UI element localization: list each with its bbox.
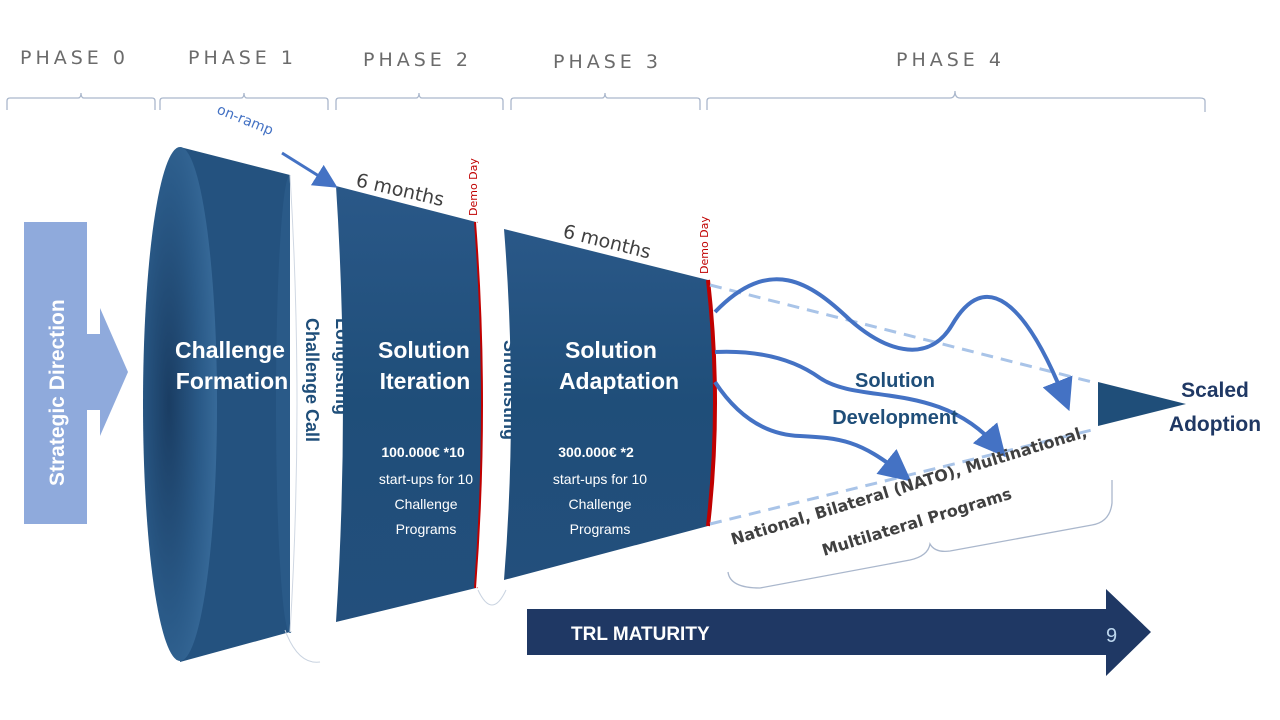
strategic-direction-arrow: Strategic Direction [24, 222, 128, 524]
demo-day-2-line [706, 279, 717, 527]
phase-braces [6, 90, 1206, 112]
phase-1-label: PHASE 1 [188, 47, 297, 69]
trl-9-label: TRL 9 [728, 446, 771, 464]
phase-4-brace [706, 90, 1206, 112]
scaled-adoption-label-1: Scaled [1181, 379, 1249, 402]
on-ramp-arrow [281, 151, 338, 188]
scaled-adoption-cone [1098, 382, 1186, 426]
phase-3-label: PHASE 3 [553, 51, 662, 73]
solution-iteration-segment: Solution Iteration 100.000€ *10 start-up… [336, 186, 485, 622]
challenge-formation-segment: Challenge Formation [143, 147, 304, 662]
demo-day-1-label: Demo Day [467, 158, 480, 216]
solution-iteration-desc-1: start-ups for 10 [379, 471, 473, 487]
scaled-adoption-label-2: Adoption [1169, 413, 1261, 436]
solution-development-label-2: Development [832, 407, 958, 429]
trl-arrows [713, 277, 1073, 482]
phase-3-brace [510, 92, 701, 110]
solution-adaptation-label-2: Adaptation [559, 368, 679, 394]
solution-iteration-label-1: Solution [378, 337, 470, 363]
trl-6-arrow [714, 349, 1006, 458]
solution-adaptation-amount: 300.000€ *2 [558, 444, 634, 460]
trl-6-label: TRL 6 [728, 374, 771, 392]
phase-0-label: PHASE 0 [20, 47, 129, 69]
solution-adaptation-desc-3: Programs [570, 521, 631, 537]
phase-2-brace [335, 92, 504, 110]
challenge-formation-label-2: Formation [176, 368, 288, 394]
strategic-direction-label: Strategic Direction [46, 299, 69, 486]
solution-adaptation-label-1: Solution [565, 337, 657, 363]
on-ramp-label: on-ramp [215, 102, 276, 139]
longlisting-label-2: Challenge Call [302, 318, 322, 442]
trl-maturity-arrow: TRL MATURITY 9 [527, 589, 1151, 676]
trl-4-arrow [713, 277, 1073, 412]
solution-adaptation-desc-1: start-ups for 10 [553, 471, 647, 487]
trl-maturity-end-value: 9 [1106, 625, 1117, 647]
programs-brace [727, 480, 1113, 589]
trl-4-label: TRL 4 [728, 319, 771, 337]
trl-maturity-label: TRL MATURITY [571, 624, 710, 645]
phase-1-brace [159, 92, 329, 110]
solution-development-label-1: Solution [855, 370, 935, 392]
solution-iteration-desc-2: Challenge [394, 496, 457, 512]
challenge-formation-label-1: Challenge [175, 337, 285, 363]
phase-4-label: PHASE 4 [896, 49, 1005, 71]
solution-iteration-amount: 100.000€ *10 [381, 444, 465, 460]
phase-headers: PHASE 0 PHASE 1 PHASE 2 PHASE 3 PHASE 4 [20, 47, 1005, 73]
solution-iteration-desc-3: Programs [396, 521, 457, 537]
solution-iteration-label-2: Iteration [380, 368, 471, 394]
phase-2-label: PHASE 2 [363, 49, 472, 71]
phase-0-brace [6, 92, 156, 110]
solution-adaptation-segment: Solution Adaptation 300.000€ *2 start-up… [504, 229, 717, 580]
trl-9-arrow [713, 380, 912, 482]
demo-day-2-label: Demo Day [698, 216, 711, 274]
solution-adaptation-desc-2: Challenge [568, 496, 631, 512]
phase-4-cone [709, 283, 1093, 526]
